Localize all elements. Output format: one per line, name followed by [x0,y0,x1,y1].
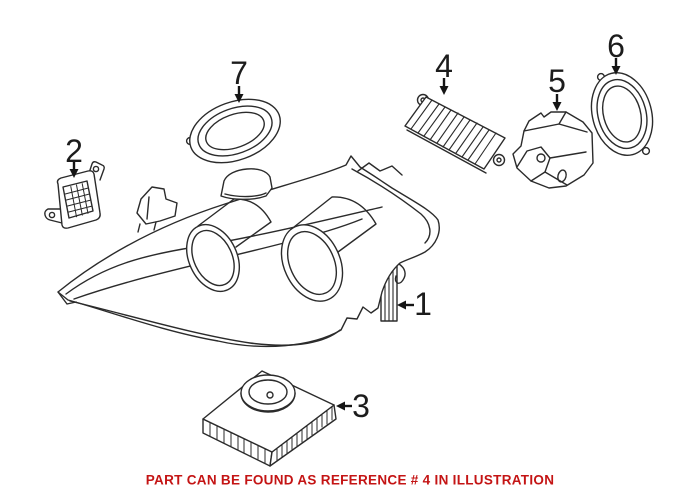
headlight-projector-left [176,199,271,300]
part-5-bracket [517,147,550,181]
headlight-tip-facet [58,292,76,304]
part-6-mid [590,74,654,154]
part-7-mid [191,97,279,166]
part-5-hole [537,154,545,162]
callout-label-2: 2 [65,133,83,169]
headlight-inner-sweep [74,219,362,299]
part-5-facet [550,152,586,158]
headlight-right-seam [352,169,430,243]
part-2-connector-module [45,162,104,228]
headlight-bottom-lip [70,301,340,345]
part-5-shaft [557,169,568,183]
part-5-facet [545,172,567,185]
headlight-top-zigzag [358,163,402,175]
part-2-tab-top-hole [93,166,98,171]
part-5-adjuster-motor [513,112,593,188]
callout-label-5: 5 [548,63,566,99]
headlight-connector-boss [221,169,272,200]
part-7-outer [181,88,289,175]
part-2-tab-bottom-hole [49,212,54,217]
part-1-headlight-assembly [58,156,439,346]
headlight-rear-squiggle [396,264,406,283]
part-6-inner [597,82,647,147]
callout-label-4: 4 [435,48,453,84]
part-5-facet [559,112,566,124]
part-5-body [513,112,593,188]
part-2-body-inner [63,181,93,218]
part-2-tab-bottom [45,209,62,223]
headlight-projector-right [270,197,376,311]
part-3-ballast-unit [203,371,336,466]
caption: PART CAN BE FOUND AS REFERENCE # 4 IN IL… [145,472,555,488]
part-3-igniter-disc [241,375,295,412]
part-4-ear-bottom-pin [497,158,501,162]
part-4-body [405,97,505,169]
part-3-fins-front [210,422,265,463]
part-6-tab [643,148,650,155]
part-6-seal-ring [583,66,662,162]
part-4-control-module [405,95,505,174]
part-7-seal-ring [181,88,289,175]
part-7-inner [201,105,270,157]
callout-label-7: 7 [230,55,248,91]
callout-label-1: 1 [414,286,432,322]
part-4-ear-bottom-hole [494,155,505,166]
part-4-edge [407,130,486,173]
callout-label-3: 3 [352,388,370,424]
callout-label-6: 6 [607,28,625,64]
headlight-mount-bracket [137,187,177,232]
part-4-fins [411,100,496,164]
part-3-fins-right [277,407,332,461]
part-2-grid [65,184,92,217]
